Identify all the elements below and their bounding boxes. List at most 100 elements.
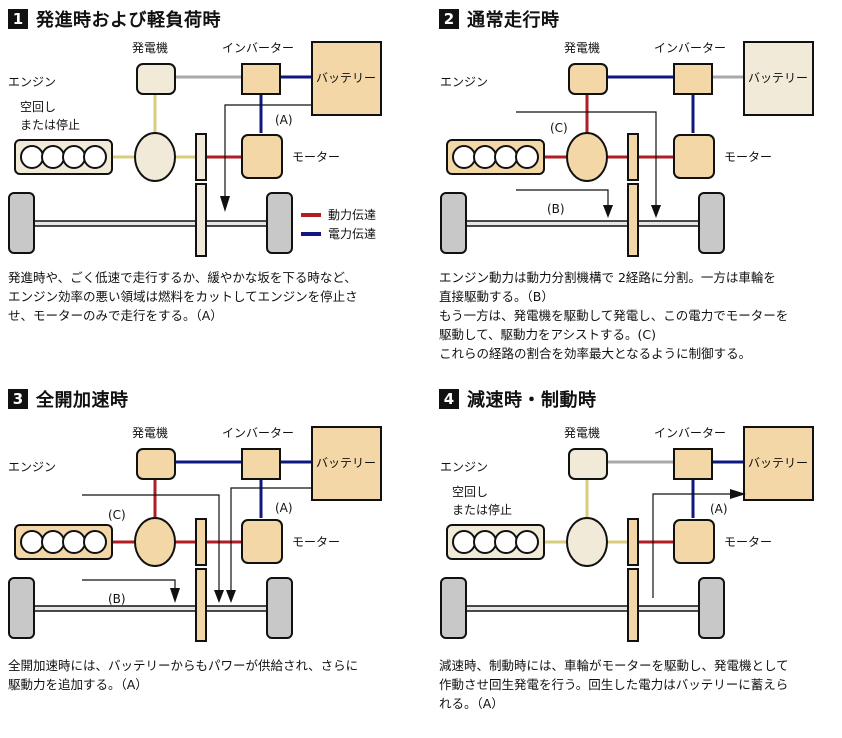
description-line: 駆動力を追加する。（A） [8,677,148,692]
inverter-box [241,448,281,480]
generator-box [136,63,176,95]
hybrid-diagram: 発電機インバーターエンジン空回しまたは停止モーターバッテリー(A)動力伝達電力伝… [8,40,382,257]
wheel-left [440,577,467,639]
panel-title-text: 通常走行時 [467,10,560,31]
engine-cylinder-icon [83,145,107,169]
hybrid-diagram: 発電機インバーターエンジンモーターバッテリー(C)(A)(B) [8,425,382,642]
panel-title-text: 減速時・制動時 [467,390,597,411]
path-c-arrowhead [214,590,224,603]
description-line: これらの経路の割合を効率最大となるように制御する。 [439,346,752,361]
panel-number-badge: 4 [439,389,459,409]
description-line: 作動させ回生発電を行う。回生した電力はバッテリーに蓄えら [439,677,789,692]
wheel-left [440,192,467,254]
panel-title: 4 減速時・制動時 [439,386,597,412]
engine-stop-label: または停止 [452,502,512,517]
description-line: 直接駆動する。（B） [439,289,554,304]
engine-idle-label: 空回し [452,485,488,499]
gear-plate-upper [195,518,207,566]
motor-box [673,519,715,564]
panel-normal-driving: 2 通常走行時 発電機インバーターエンジンモーターバッテリー(C)(B) エンジ… [421,0,842,361]
engine-cylinder-icon [515,145,539,169]
engine-cylinder-icon [62,530,86,554]
description-line: れる。（A） [439,696,504,711]
description-line: せ、モーターのみで走行をする。（A） [8,308,223,323]
description-line: エンジン効率の悪い領域は燃料をカットしてエンジンを停止さ [8,289,358,304]
engine-idle-label: 空回し [20,100,56,114]
gear-plate-upper [627,518,639,566]
path-a-line [230,487,312,590]
description-line: 発進時や、ごく低速で走行するか、緩やかな坂を下る時など、 [8,270,357,285]
inverter-label: インバーター [222,426,294,440]
path-a-arrowhead [226,590,236,603]
path-label-b: (B) [108,592,126,606]
path-a-line [224,104,312,198]
hybrid-diagram: 発電機インバーターエンジン空回しまたは停止モーターバッテリー(A) [440,425,814,642]
motor-box [673,134,715,179]
hybrid-diagram: 発電機インバーターエンジンモーターバッテリー(C)(B) [440,40,814,257]
panel-number-badge: 2 [439,9,459,29]
generator-box [568,448,608,480]
motor-label: モーター [292,150,340,164]
engine-cylinder-icon [494,145,518,169]
legend-power-swatch [301,213,321,217]
gear-plate-lower-front [195,183,207,257]
battery-label: バッテリー [748,456,808,470]
wheel-left [8,577,35,639]
engine-cylinder-icon [494,530,518,554]
motor-box [241,134,283,179]
motor-box [241,519,283,564]
panel-title: 1 発進時および軽負荷時 [8,6,221,32]
axle [33,220,269,227]
path-label-a: (A) [275,501,293,515]
engine-cylinder-icon [515,530,539,554]
path-a-arrowhead [220,196,230,212]
engine-label: エンジン [440,75,488,89]
battery-box [311,41,382,116]
battery-label: バッテリー [316,71,376,85]
power-split-device [134,132,176,182]
gear-plate-upper [195,133,207,181]
generator-label: 発電機 [564,425,600,440]
motor-label: モーター [292,535,340,549]
power-split-device [566,132,608,182]
panel-start-light-load: 1 発進時および軽負荷時 発電機インバーターエンジン空回しまたは停止モーターバッ… [0,0,421,358]
path-c-line [82,494,220,590]
path-label-c: (C) [108,508,126,522]
engine-cylinder-icon [20,145,44,169]
path-b-line [82,579,176,590]
wheel-right [698,192,725,254]
engine-label: エンジン [440,460,488,474]
inverter-box [241,63,281,95]
wheel-right [698,577,725,639]
panel-full-acceleration: 3 全開加速時 発電機インバーターエンジンモーターバッテリー(C)(A)(B) … [0,380,421,738]
engine-cylinder-icon [83,530,107,554]
gear-plate-lower-front [627,183,639,257]
path-b-arrowhead [603,205,613,218]
panel-description: エンジン動力は動力分割機構で 2経路に分割。一方は車輪を 直接駆動する。（B） … [439,268,842,363]
path-a-arrowhead [730,489,746,499]
motor-label: モーター [724,535,772,549]
panel-title-text: 全開加速時 [36,390,129,411]
engine-stop-label: または停止 [20,117,80,132]
wheel-right [266,577,293,639]
generator-label: 発電機 [132,40,168,55]
description-line: 減速時、制動時には、車輪がモーターを駆動し、発電機として [439,658,789,673]
wheel-left [8,192,35,254]
path-label-c: (C) [550,121,568,135]
engine-cylinder-icon [20,530,44,554]
battery-label: バッテリー [316,456,376,470]
inverter-box [673,448,713,480]
battery-box [743,426,814,501]
path-b-arrowhead [170,588,180,603]
path-label-b: (B) [547,202,565,216]
engine-label: エンジン [8,75,56,89]
path-c-line [516,111,657,205]
description-line: 駆動して、駆動力をアシストする。(C) [439,327,656,342]
generator-label: 発電機 [564,40,600,55]
path-label-a: (A) [710,502,728,516]
path-label-a: (A) [275,113,293,127]
legend-power-label: 動力伝達 [328,208,376,222]
generator-label: 発電機 [132,425,168,440]
power-split-device [134,517,176,567]
engine-cylinder-icon [473,530,497,554]
